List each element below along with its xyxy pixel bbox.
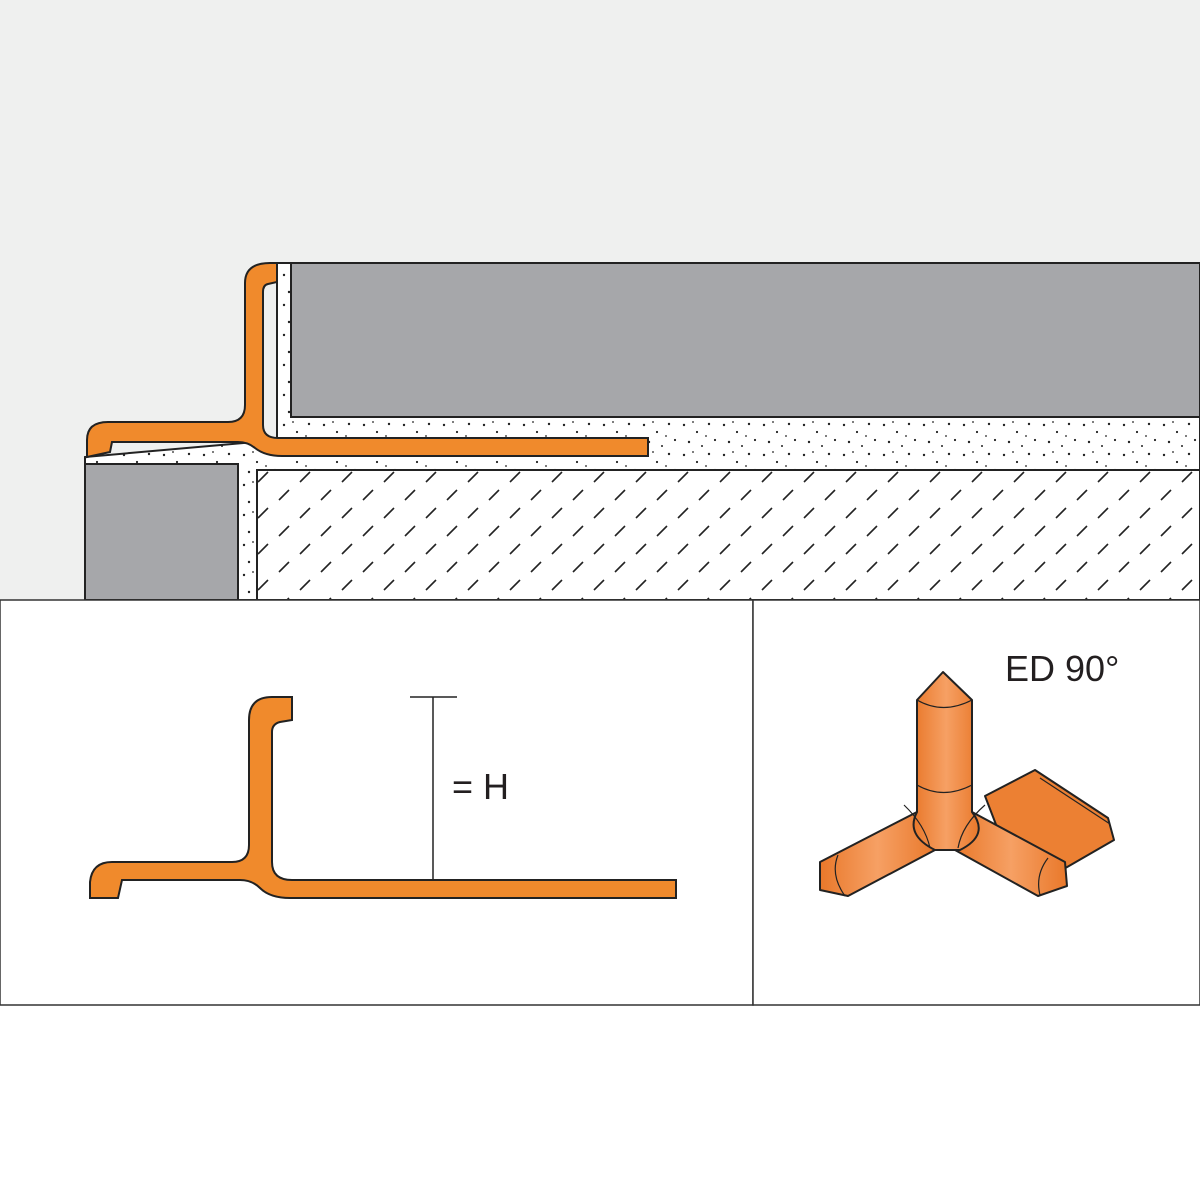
profile-panel xyxy=(0,599,754,1006)
height-label: = H xyxy=(452,766,509,807)
edge-profile xyxy=(86,262,649,459)
corner-piece xyxy=(819,671,1115,897)
part-label: ED 90° xyxy=(1005,648,1119,689)
corner-panel xyxy=(752,599,1200,1006)
profile-shape xyxy=(89,696,677,899)
corner-post xyxy=(912,671,980,851)
floor-tile xyxy=(290,262,1200,418)
substrate xyxy=(256,469,1200,601)
profile-cross-section: = H xyxy=(89,696,677,899)
section-view xyxy=(0,0,1200,601)
wall-tile xyxy=(84,463,239,601)
